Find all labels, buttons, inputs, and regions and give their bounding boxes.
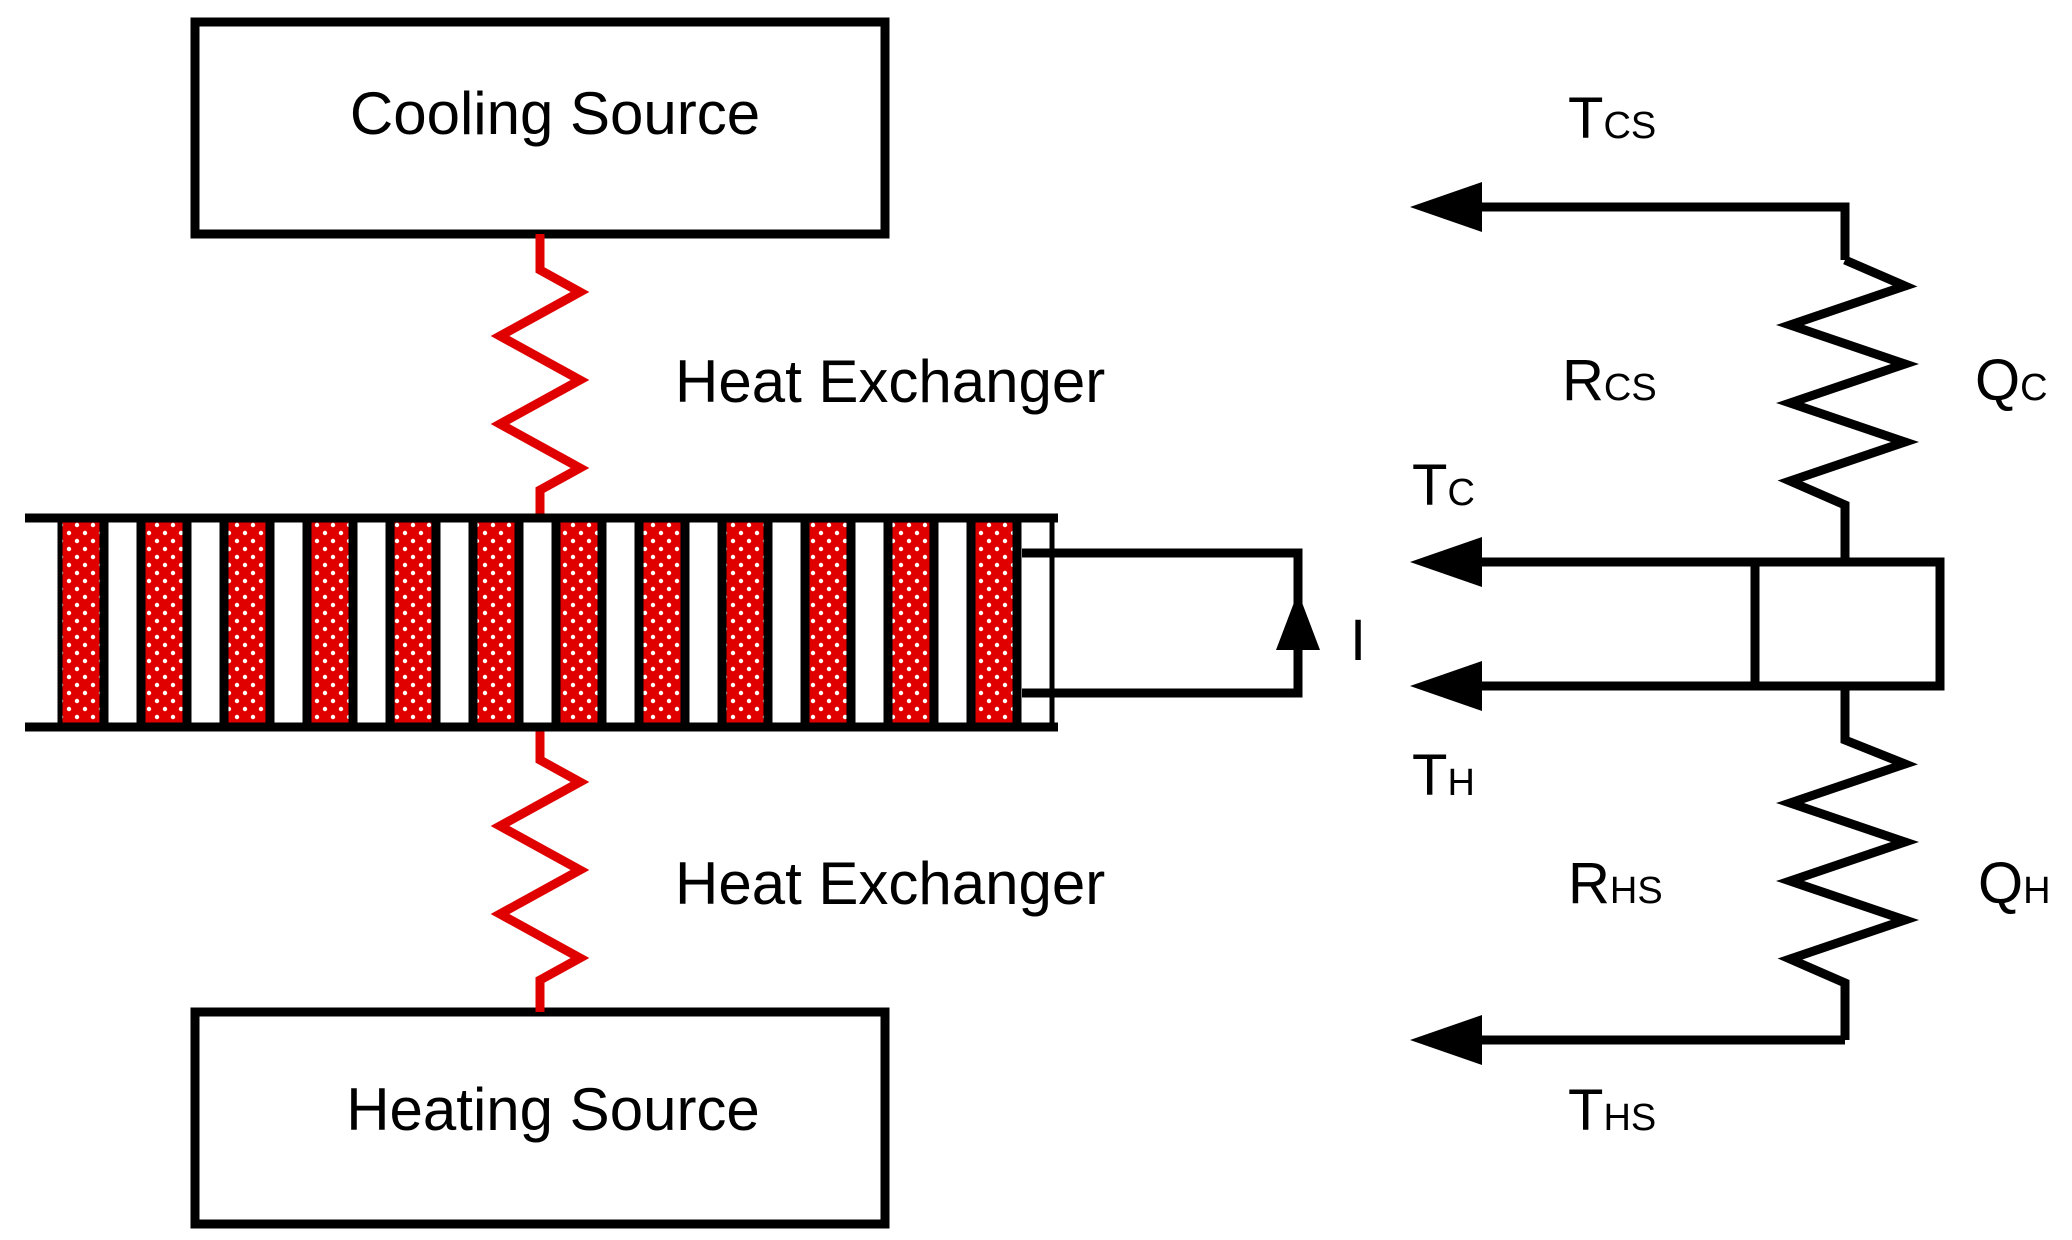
- r-hs-resistor: [1775, 686, 1920, 1040]
- r-cs-label: RCS: [1562, 348, 1657, 413]
- current-arrow-icon: [1276, 592, 1320, 650]
- module-leg-white: [767, 515, 806, 730]
- r-cs-resistor: [1775, 255, 1920, 560]
- t-c-label: TC: [1412, 453, 1475, 518]
- module-leg-white: [601, 515, 640, 730]
- module-leg-white: [684, 515, 723, 730]
- thermoelectric-module: [25, 513, 1058, 732]
- r-hs-label: RHS: [1568, 851, 1663, 916]
- t-hs-arrow-icon: [1410, 1015, 1482, 1065]
- module-leg-white: [103, 515, 142, 730]
- heat-exchanger-bottom-label: Heat Exchanger: [675, 850, 1105, 917]
- t-cs-arrow-icon: [1410, 182, 1482, 232]
- t-h-arrow-icon: [1410, 661, 1482, 711]
- module-leg-red: [887, 515, 935, 730]
- te-element-block: [1750, 557, 1945, 691]
- heating-source-label: Heating Source: [346, 1076, 760, 1143]
- cooling-source: Cooling Source: [190, 17, 890, 239]
- heat-exchanger-top-resistor: [490, 234, 590, 515]
- t-c-arrow-icon: [1410, 537, 1482, 587]
- module-leg-white: [352, 515, 391, 730]
- module-leg-red: [555, 515, 603, 730]
- module-leg-red: [721, 515, 769, 730]
- module-leg-white: [933, 515, 972, 730]
- module-leg-red: [306, 515, 354, 730]
- q-c-label: QC: [1975, 348, 2048, 413]
- t-hs-label: THS: [1568, 1078, 1656, 1143]
- current-label: I: [1350, 608, 1366, 673]
- module-leg-red: [389, 515, 437, 730]
- module-leg-white: [269, 515, 308, 730]
- module-leg-red: [223, 515, 271, 730]
- heat-exchanger-bottom-resistor: [490, 725, 590, 1012]
- heat-exchanger-top-label: Heat Exchanger: [675, 348, 1105, 415]
- heating-source: Heating Source: [190, 1007, 890, 1229]
- module-leg-red: [57, 515, 105, 730]
- q-h-label: QH: [1978, 851, 2051, 916]
- module-legs: [57, 515, 1055, 730]
- current-loop-wire: [1022, 548, 1303, 698]
- t-cs-line: [1435, 202, 1850, 260]
- heat-exchanger-bottom: Heat Exchanger: [490, 725, 1105, 1012]
- cooling-source-label: Cooling Source: [350, 80, 760, 147]
- module-leg-white: [518, 515, 557, 730]
- module-leg-red: [140, 515, 188, 730]
- current-loop: I: [1022, 548, 1366, 698]
- module-leg-white: [186, 515, 225, 730]
- module-leg-white: [850, 515, 889, 730]
- heat-exchanger-top: Heat Exchanger: [490, 234, 1105, 515]
- module-leg-red: [472, 515, 520, 730]
- module-leg-red: [970, 515, 1018, 730]
- module-leg-white: [435, 515, 474, 730]
- module-leg-red: [638, 515, 686, 730]
- module-leg-red: [804, 515, 852, 730]
- t-cs-label: TCS: [1568, 86, 1656, 151]
- t-h-label: TH: [1412, 743, 1475, 808]
- thermal-circuit: TCS RCS QC TC TH RHS QH THS: [1410, 86, 2051, 1143]
